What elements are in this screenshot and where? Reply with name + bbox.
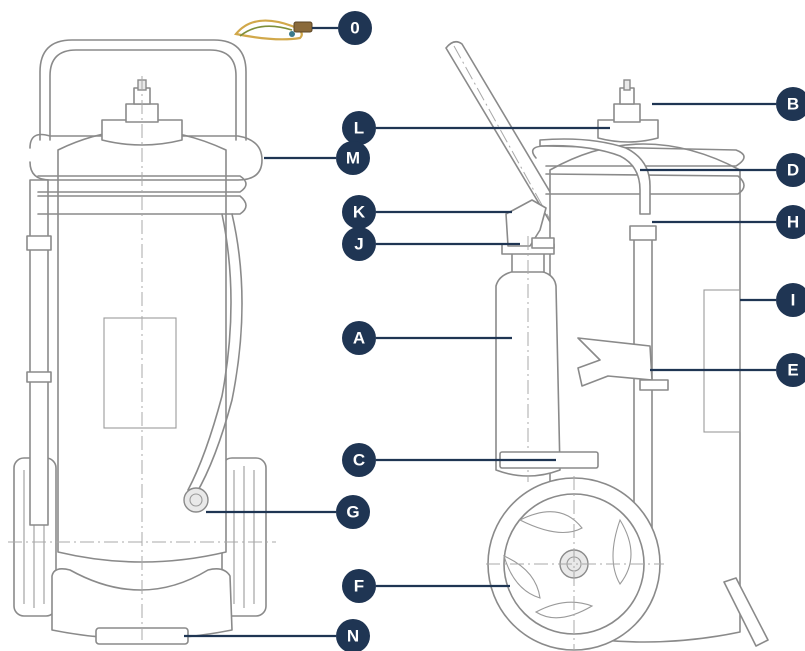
callout-badges: 0 B L M D K H J <box>336 11 805 651</box>
svg-text:C: C <box>353 451 365 470</box>
callout-e: E <box>776 353 805 387</box>
front-handle-frame <box>39 39 247 141</box>
side-label-plate <box>703 289 741 433</box>
svg-text:0: 0 <box>350 19 359 38</box>
svg-text:L: L <box>354 119 364 138</box>
svg-text:D: D <box>787 161 799 180</box>
callout-l: L <box>342 111 376 145</box>
side-discharge-lever <box>577 337 653 387</box>
callout-j: J <box>342 227 376 261</box>
svg-text:F: F <box>354 577 364 596</box>
svg-text:I: I <box>791 291 796 310</box>
callout-g: G <box>336 495 370 529</box>
callout-i: I <box>776 283 805 317</box>
callout-h: H <box>776 205 805 239</box>
safety-seal <box>233 19 313 41</box>
side-hose <box>539 138 651 215</box>
callout-f: F <box>342 569 376 603</box>
callout-d: D <box>776 153 805 187</box>
front-label-plate <box>103 317 177 429</box>
front-hose <box>195 213 243 495</box>
side-gas-cartridge <box>495 269 561 477</box>
svg-text:E: E <box>787 361 798 380</box>
callout-k: K <box>342 195 376 229</box>
svg-text:J: J <box>354 235 363 254</box>
svg-text:A: A <box>353 329 365 348</box>
callout-b: B <box>776 87 805 121</box>
svg-text:B: B <box>787 95 799 114</box>
side-view <box>445 40 769 651</box>
front-hose-nozzle <box>183 487 209 513</box>
callout-0: 0 <box>338 11 372 45</box>
front-left-pipe <box>29 179 49 526</box>
callout-a: A <box>342 321 376 355</box>
svg-text:G: G <box>346 503 359 522</box>
side-stand-leg <box>723 577 769 647</box>
front-handle-frame-inner <box>49 49 237 141</box>
callout-c: C <box>342 443 376 477</box>
svg-text:K: K <box>353 203 366 222</box>
svg-text:M: M <box>346 149 360 168</box>
leader-lines <box>184 26 776 638</box>
callout-m: M <box>336 141 370 175</box>
svg-text:H: H <box>787 213 799 232</box>
front-view <box>8 39 276 645</box>
callout-n: N <box>336 619 370 651</box>
svg-text:N: N <box>347 627 359 646</box>
